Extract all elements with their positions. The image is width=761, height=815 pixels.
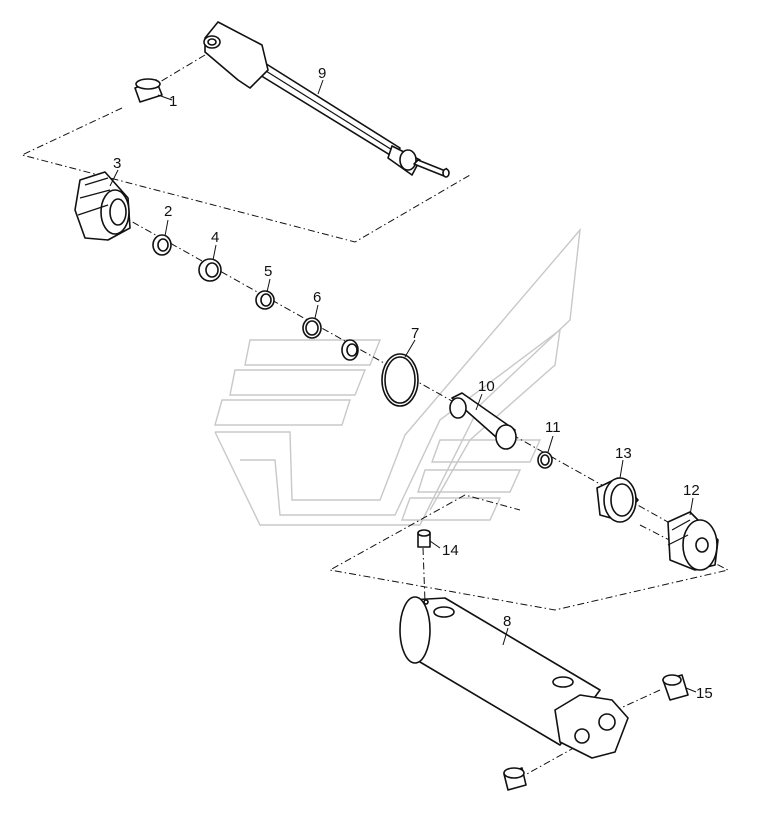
callout-9: 9 — [318, 65, 326, 82]
callout-5: 5 — [264, 263, 272, 280]
bushing-15-lower — [503, 767, 527, 791]
wear-ring-13 — [596, 477, 639, 523]
callout-1: 1 — [169, 93, 177, 110]
seal-ring-5 — [255, 290, 275, 310]
o-ring-6 — [302, 317, 322, 339]
callout-10: 10 — [478, 378, 495, 395]
bushing-15 — [662, 674, 689, 701]
callout-12: 12 — [683, 482, 700, 499]
callout-labels: 1 2 3 4 5 6 7 8 9 10 11 12 13 14 15 — [113, 65, 713, 702]
bushing-1 — [134, 78, 163, 103]
backup-ring — [341, 339, 359, 361]
callout-6: 6 — [313, 289, 321, 306]
callout-2: 2 — [164, 203, 172, 220]
grease-nipple — [417, 529, 431, 548]
leader-lines — [109, 79, 697, 693]
callout-3: 3 — [113, 155, 121, 172]
seal-ring-2 — [152, 234, 172, 256]
cylinder-head — [74, 171, 131, 241]
piston-rod — [203, 21, 450, 178]
callout-15: 15 — [696, 685, 713, 702]
callout-13: 13 — [615, 445, 632, 462]
seal-ring-4 — [198, 258, 222, 282]
callout-4: 4 — [211, 229, 219, 246]
callout-7: 7 — [411, 325, 419, 342]
o-ring-7 — [381, 353, 419, 407]
o-ring-11 — [537, 451, 553, 469]
callout-11: 11 — [545, 419, 561, 436]
alignment-lines — [20, 54, 730, 776]
piston — [667, 511, 719, 571]
callout-14: 14 — [442, 542, 459, 559]
cylinder-tube — [399, 596, 629, 759]
spacer-tube — [449, 392, 517, 450]
callout-8: 8 — [503, 613, 511, 630]
